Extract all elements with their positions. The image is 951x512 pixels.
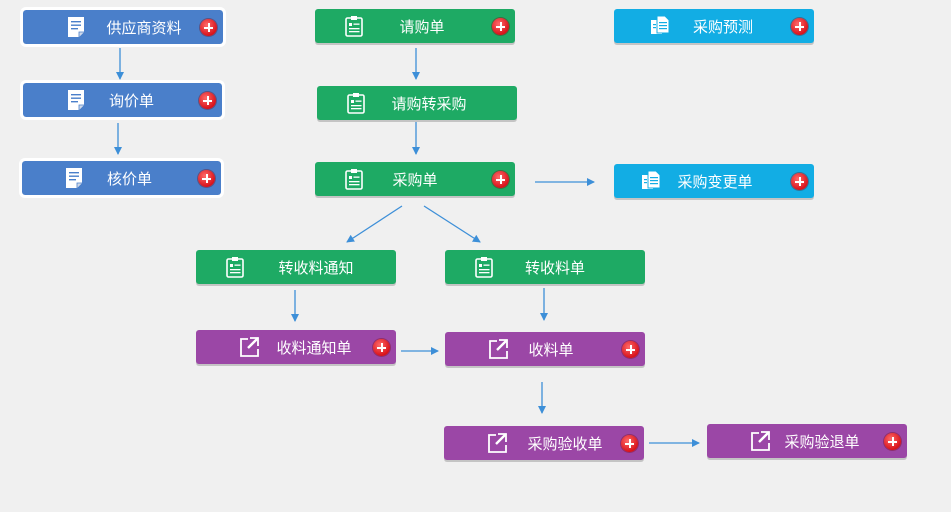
purchase-inspection-button[interactable]: 采购验收单 [444,426,644,460]
external-link-icon [240,337,259,357]
document-icon [68,17,84,37]
node-label: 采购验收单 [527,434,603,453]
request-to-purchase-button[interactable]: 请购转采购 [317,86,517,120]
clipboard-icon [475,257,493,278]
price-check-button[interactable]: 核价单 [19,158,224,198]
add-icon[interactable] [791,18,808,35]
add-icon[interactable] [622,341,639,358]
supplier-info-button[interactable]: 供应商资料 [20,7,226,47]
copy-documents-icon [651,15,670,34]
document-icon [68,90,84,110]
node-label: 采购验退单 [784,432,860,451]
copy-documents-icon [642,170,661,189]
add-icon[interactable] [373,339,390,356]
to-receipt-notice-button[interactable]: 转收料通知 [196,250,396,284]
node-label: 收料单 [528,340,574,359]
add-icon[interactable] [492,18,509,35]
clipboard-icon [226,257,244,278]
node-label: 转收料单 [524,258,585,277]
arrow-order-to-receipt-notice [346,205,403,243]
clipboard-icon [345,169,363,190]
clipboard-icon [347,93,365,114]
receipt-notice-button[interactable]: 收料通知单 [196,330,396,364]
document-icon [66,168,82,188]
node-label: 采购单 [392,170,438,189]
to-receipt-button[interactable]: 转收料单 [445,250,645,284]
purchase-return-button[interactable]: 采购验退单 [707,424,907,458]
node-label: 供应商资料 [106,18,182,37]
add-icon[interactable] [884,433,901,450]
clipboard-icon [345,16,363,37]
add-icon[interactable] [198,170,215,187]
external-link-icon [488,433,507,453]
purchase-request-button[interactable]: 请购单 [315,9,515,43]
receipt-button[interactable]: 收料单 [445,332,645,366]
node-label: 采购预测 [692,17,753,36]
purchase-order-button[interactable]: 采购单 [315,162,515,196]
node-label: 收料通知单 [276,338,352,357]
node-label: 请购转采购 [391,94,467,113]
inquiry-button[interactable]: 询价单 [20,80,225,120]
purchase-change-button[interactable]: 采购变更单 [614,164,814,198]
external-link-icon [751,431,770,451]
node-label: 请购单 [399,17,445,36]
add-icon[interactable] [200,19,217,36]
add-icon[interactable] [492,171,509,188]
purchase-forecast-button[interactable]: 采购预测 [614,9,814,43]
arrow-order-to-receipt [423,205,481,243]
add-icon[interactable] [791,173,808,190]
node-label: 核价单 [106,169,152,188]
add-icon[interactable] [621,435,638,452]
add-icon[interactable] [199,92,216,109]
node-label: 询价单 [108,91,154,110]
node-label: 转收料通知 [278,258,354,277]
node-label: 采购变更单 [677,172,753,191]
external-link-icon [489,339,508,359]
